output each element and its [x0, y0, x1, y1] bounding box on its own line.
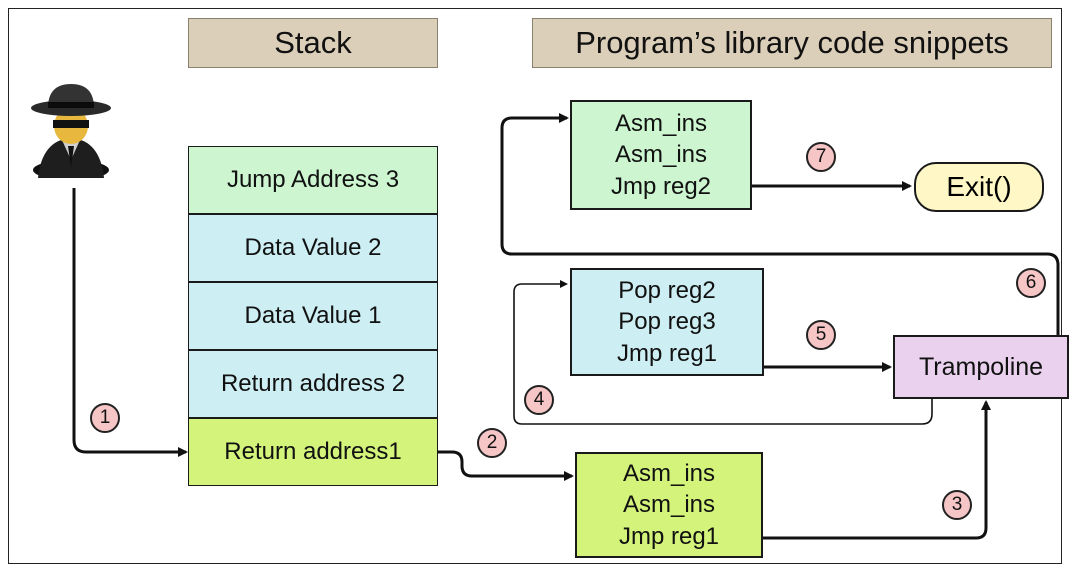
diagram-frame [8, 8, 1062, 564]
spy-hat-icon [31, 84, 111, 178]
gadget-top-line-2: Asm_ins [614, 141, 708, 169]
step-marker-3: 3 [942, 490, 972, 520]
gadget-top-line-1: Asm_ins [614, 110, 708, 138]
arrow-step-3 [763, 400, 991, 540]
step-marker-5: 5 [806, 320, 836, 350]
gadget-bottom-line-2: Asm_ins [622, 491, 716, 519]
step-marker-4: 4 [524, 385, 554, 415]
step-marker-2: 2 [477, 428, 507, 458]
stack-cell-return-address-2: Return address 2 [188, 350, 438, 418]
step-marker-1: 1 [90, 403, 120, 433]
arrow-step-6 [500, 113, 1060, 335]
gadget-middle-line-3: Jmp reg1 [616, 339, 718, 367]
gadget-middle-line-1: Pop reg2 [618, 277, 716, 305]
stack-cell-return-address-1: Return address1 [188, 418, 438, 486]
stack-header: Stack [188, 18, 438, 68]
gadget-bottom: Asm_ins Asm_ins Jmp reg1 [575, 452, 763, 558]
arrow-step-4 [513, 280, 933, 425]
stack-cell-data-value-2: Data Value 2 [188, 214, 438, 282]
gadget-middle: Pop reg2 Pop reg3 Jmp reg1 [570, 268, 764, 376]
gadget-bottom-line-1: Asm_ins [622, 460, 716, 488]
gadget-top-line-3: Jmp reg2 [610, 172, 712, 200]
exit-box: Exit() [914, 162, 1044, 212]
gadget-bottom-line-3: Jmp reg1 [618, 522, 720, 550]
arrow-step-1 [72, 188, 188, 457]
stack-cell-jump-address-3: Jump Address 3 [188, 146, 438, 214]
arrow-step-2 [438, 450, 574, 481]
step-marker-6: 6 [1016, 268, 1046, 298]
gadget-middle-line-2: Pop reg3 [618, 308, 716, 336]
gadget-top: Asm_ins Asm_ins Jmp reg2 [570, 100, 752, 210]
stack-cell-data-value-1: Data Value 1 [188, 282, 438, 350]
trampoline-box: Trampoline [893, 335, 1069, 399]
step-marker-7: 7 [806, 142, 836, 172]
library-header: Program’s library code snippets [532, 18, 1052, 68]
